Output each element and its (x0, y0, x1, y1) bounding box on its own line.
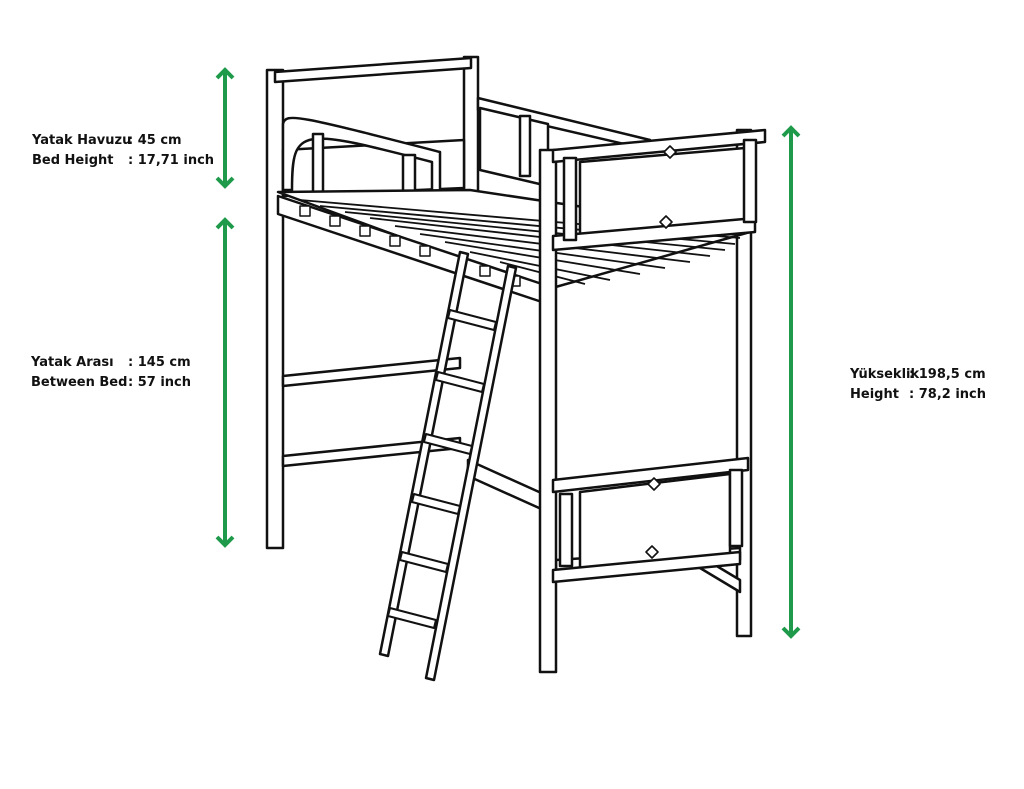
lower-rail-1 (281, 356, 462, 388)
head-emblem-bottom (659, 215, 673, 229)
bed-frame (265, 55, 767, 682)
total-height-label-tr: Yükseklik (850, 367, 920, 382)
front-foot-top-rail (551, 456, 750, 494)
dimension-arrows (215, 67, 801, 639)
lower-side-rail (466, 458, 550, 514)
head-emblem-top (663, 145, 677, 159)
bed-height-label-tr: Yatak Havuzu (32, 133, 132, 148)
ladder-rungs (387, 309, 497, 629)
bed-height-label-en: Bed Height (32, 153, 114, 168)
foot-slot-left (558, 492, 574, 568)
bed-height-value-cm: : 45 cm (128, 133, 182, 148)
bed-height-value-inch: : 17,71 inch (128, 153, 215, 168)
foot-emblem-top (647, 477, 661, 491)
front-head-top-rail (551, 128, 767, 164)
guard-slot-col (518, 114, 532, 178)
front-head-bottom-rail (551, 216, 757, 252)
total-height-label: Yükseklik: 198,5 cm Height : 78,2 inch (850, 365, 986, 405)
between-bed-value-cm: : 145 cm (128, 355, 191, 370)
between-bed-label-en: Between Bed (31, 375, 128, 390)
left-guard-rail (281, 116, 442, 242)
total-height-value-cm: : 198,5 cm (909, 367, 986, 382)
rail-slots (299, 205, 521, 287)
head-slot-left (562, 156, 578, 242)
between-bed-value-inch: : 57 inch (128, 375, 192, 390)
front-foot-bottom-rail (551, 550, 742, 584)
post-front-right (538, 148, 558, 674)
foot-emblem-bottom (645, 545, 659, 559)
between-bed-label-tr: Yatak Arası (31, 355, 114, 370)
head-slot-right (742, 138, 758, 224)
back-top-rail (273, 56, 473, 84)
ladder-rail-right (424, 264, 518, 682)
total-height-value-inch: : 78,2 inch (909, 387, 986, 402)
total-height-label-en: Height (850, 387, 899, 402)
ladder (378, 250, 518, 682)
bed-height-label: Yatak Havuzu: 45 cm Bed Height : 17,71 in… (32, 131, 214, 171)
post-back-left (265, 68, 285, 550)
foot-slot-right (728, 468, 744, 548)
between-bed-label: Yatak Arası : 145 cm Between Bed: 57 inch (31, 353, 191, 393)
guard-slot-left (311, 132, 325, 194)
